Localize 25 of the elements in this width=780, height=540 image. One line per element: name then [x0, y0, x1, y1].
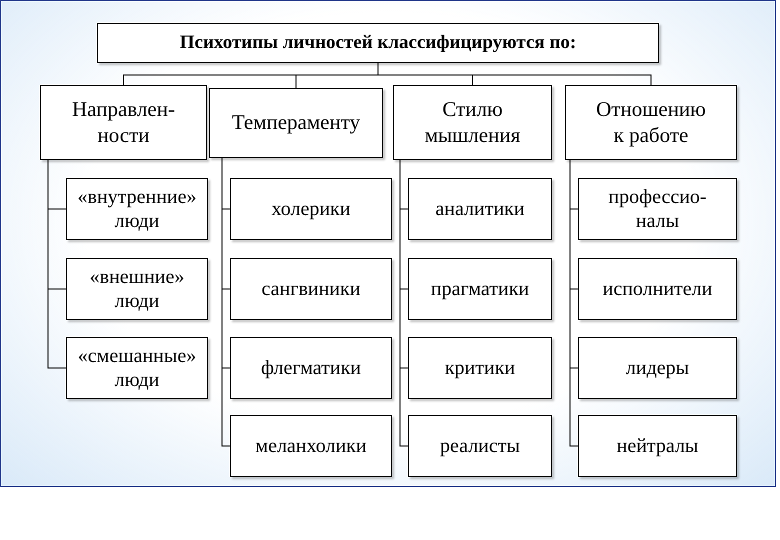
title-box: Психотипы личностей классифицируются по:	[97, 23, 659, 63]
type-box: «внутренние» люди	[66, 178, 208, 240]
category-box: Направлен- ности	[40, 85, 207, 160]
type-box: прагматики	[408, 258, 552, 320]
type-box: флегматики	[230, 337, 392, 399]
connector-line	[378, 62, 652, 86]
type-box: профессио- налы	[578, 178, 737, 240]
connector-line	[570, 160, 578, 446]
type-box: нейтралы	[578, 415, 737, 477]
type-box: «смешанные» люди	[66, 337, 208, 399]
connector-line	[222, 158, 230, 446]
type-box: холерики	[230, 178, 392, 240]
category-box: Стилю мышления	[393, 85, 552, 160]
category-box: Отношению к работе	[565, 85, 737, 160]
type-box: сангвиники	[230, 258, 392, 320]
connector-line	[48, 160, 66, 368]
type-box: исполнители	[578, 258, 737, 320]
type-box: меланхолики	[230, 415, 392, 477]
type-box: лидеры	[578, 337, 737, 399]
type-box: аналитики	[408, 178, 552, 240]
type-box: критики	[408, 337, 552, 399]
connector-line	[400, 160, 408, 446]
category-box: Темпераменту	[209, 88, 383, 158]
type-box: «внешние» люди	[66, 258, 208, 320]
type-box: реалисты	[408, 415, 552, 477]
